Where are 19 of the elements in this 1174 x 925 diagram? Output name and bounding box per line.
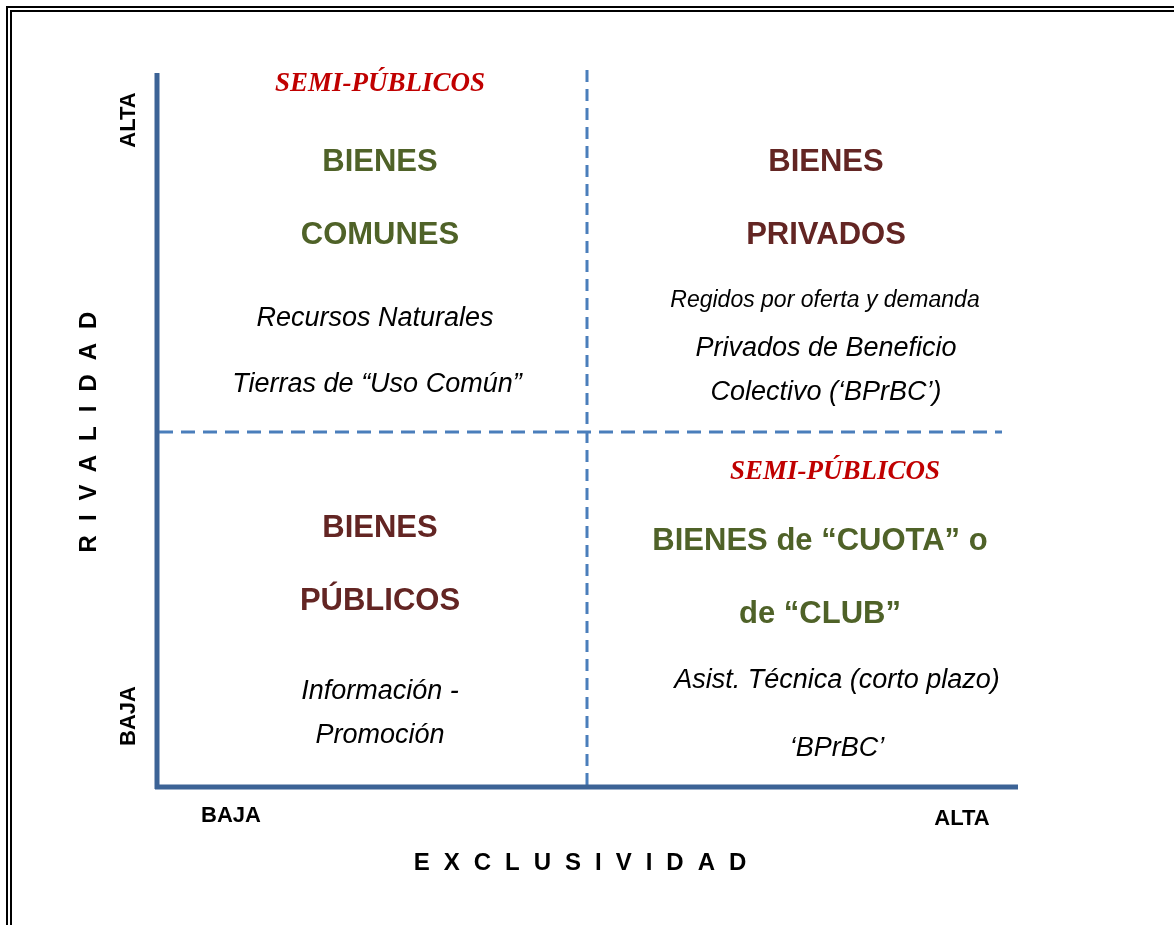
example-text: Regidos por oferta y demanda — [670, 285, 980, 313]
example-text: Asist. Técnica (corto plazo) — [674, 663, 1000, 696]
quadrant-heading: BIENES de “CUOTA” o de “CLUB” — [651, 521, 989, 632]
example-text: Recursos Naturales — [256, 301, 494, 334]
axis-tick-label: ALTA — [934, 805, 990, 831]
axis-title: EXCLUSIVIDAD — [413, 848, 761, 876]
axis-tick-label: BAJA — [201, 802, 261, 828]
quadrant-note: SEMI-PÚBLICOS — [729, 454, 941, 486]
axis-tick-label: ALTA — [115, 92, 141, 148]
example-text: ‘BPrBC’ — [789, 731, 885, 764]
example-text: Información - Promoción — [300, 674, 460, 751]
example-text: Tierras de “Uso Común” — [232, 367, 522, 400]
quadrant-note: SEMI-PÚBLICOS — [274, 66, 486, 98]
quadrant-heading: BIENES COMUNES — [299, 142, 461, 253]
example-text: Privados de Beneficio Colectivo (‘BPrBC’) — [694, 331, 958, 408]
quadrant-heading: BIENES PÚBLICOS — [298, 508, 462, 619]
axis-title: RIVALIDAD — [74, 297, 102, 553]
quadrant-heading: BIENES PRIVADOS — [745, 142, 907, 253]
axis-tick-label: BAJA — [115, 686, 141, 746]
